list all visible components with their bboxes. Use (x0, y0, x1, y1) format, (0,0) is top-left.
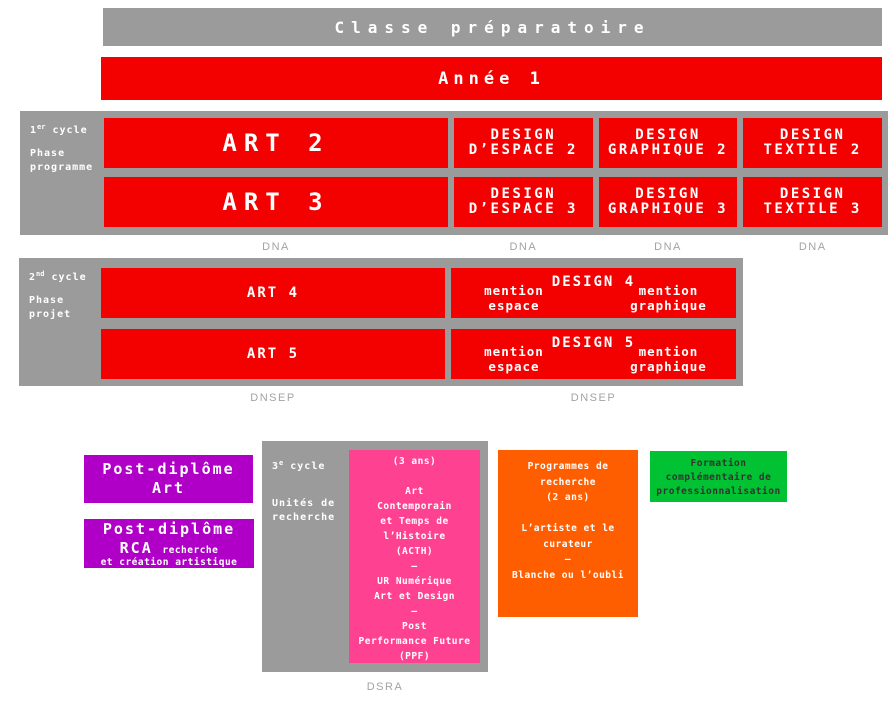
cycle-1-row-year2: ART 2 DESIGN D’ESPACE 2 DESIGN GRAPHIQUE… (104, 118, 883, 168)
design-espace-2-box: DESIGN D’ESPACE 2 (454, 118, 593, 168)
cycle-2-superscript: nd (36, 270, 45, 278)
dna-diploma-row: DNA DNA DNA DNA (104, 241, 882, 253)
dna-label-art: DNA (262, 241, 290, 253)
dsra-diploma-label: DSRA (366, 681, 404, 693)
cycle-2-title: 2nd cycle (29, 270, 87, 283)
cycle-3-title: 3e cycle (272, 459, 326, 472)
post-diplome-rca-line2: RCA recherche (84, 538, 254, 557)
dnsep-label-design: DNSEP (570, 392, 617, 404)
cycle-1-row-year3: ART 3 DESIGN D’ESPACE 3 DESIGN GRAPHIQUE… (104, 177, 883, 227)
post-diplome-rca-line1: Post-diplôme (102, 520, 236, 538)
dnsep-diploma-row: DNSEP DNSEP (101, 392, 736, 404)
art-3-box: ART 3 (104, 177, 448, 227)
design-textile-2-box: DESIGN TEXTILE 2 (743, 118, 883, 168)
design-graphique-2-box: DESIGN GRAPHIQUE 2 (598, 118, 738, 168)
dna-label-graphique: DNA (654, 241, 682, 253)
design-5-title: DESIGN 5 (551, 335, 636, 351)
classe-preparatoire-bar: Classe préparatoire (103, 8, 882, 46)
art-5-box: ART 5 (101, 329, 445, 379)
dna-label-espace: DNA (509, 241, 538, 253)
cycle-1-superscript: er (37, 123, 46, 131)
cycle-1-title: 1er cycle (30, 123, 88, 136)
design-4-title: DESIGN 4 (551, 274, 636, 290)
dnsep-label-art: DNSEP (250, 392, 296, 404)
post-diplome-rca-box: Post-diplôme RCA recherche et création a… (84, 519, 254, 568)
rca-acronym: RCA (119, 539, 153, 557)
classe-preparatoire-label: Classe préparatoire (334, 17, 651, 37)
design-graphique-3-box: DESIGN GRAPHIQUE 3 (598, 177, 738, 227)
design-espace-3-box: DESIGN D’ESPACE 3 (454, 177, 593, 227)
cycle-3-superscript: e (279, 459, 284, 467)
rca-suffix: recherche (162, 545, 219, 556)
dna-label-textile: DNA (798, 241, 827, 253)
cycle-1-rows: ART 2 DESIGN D’ESPACE 2 DESIGN GRAPHIQUE… (104, 118, 883, 227)
annee-1-bar: Année 1 (101, 57, 882, 100)
design-textile-3-box: DESIGN TEXTILE 3 (743, 177, 883, 227)
annee-1-label: Année 1 (438, 68, 545, 89)
art-2-box: ART 2 (104, 118, 448, 168)
art-4-box: ART 4 (101, 268, 445, 318)
post-diplome-rca-line3: et création artistique (100, 557, 238, 568)
